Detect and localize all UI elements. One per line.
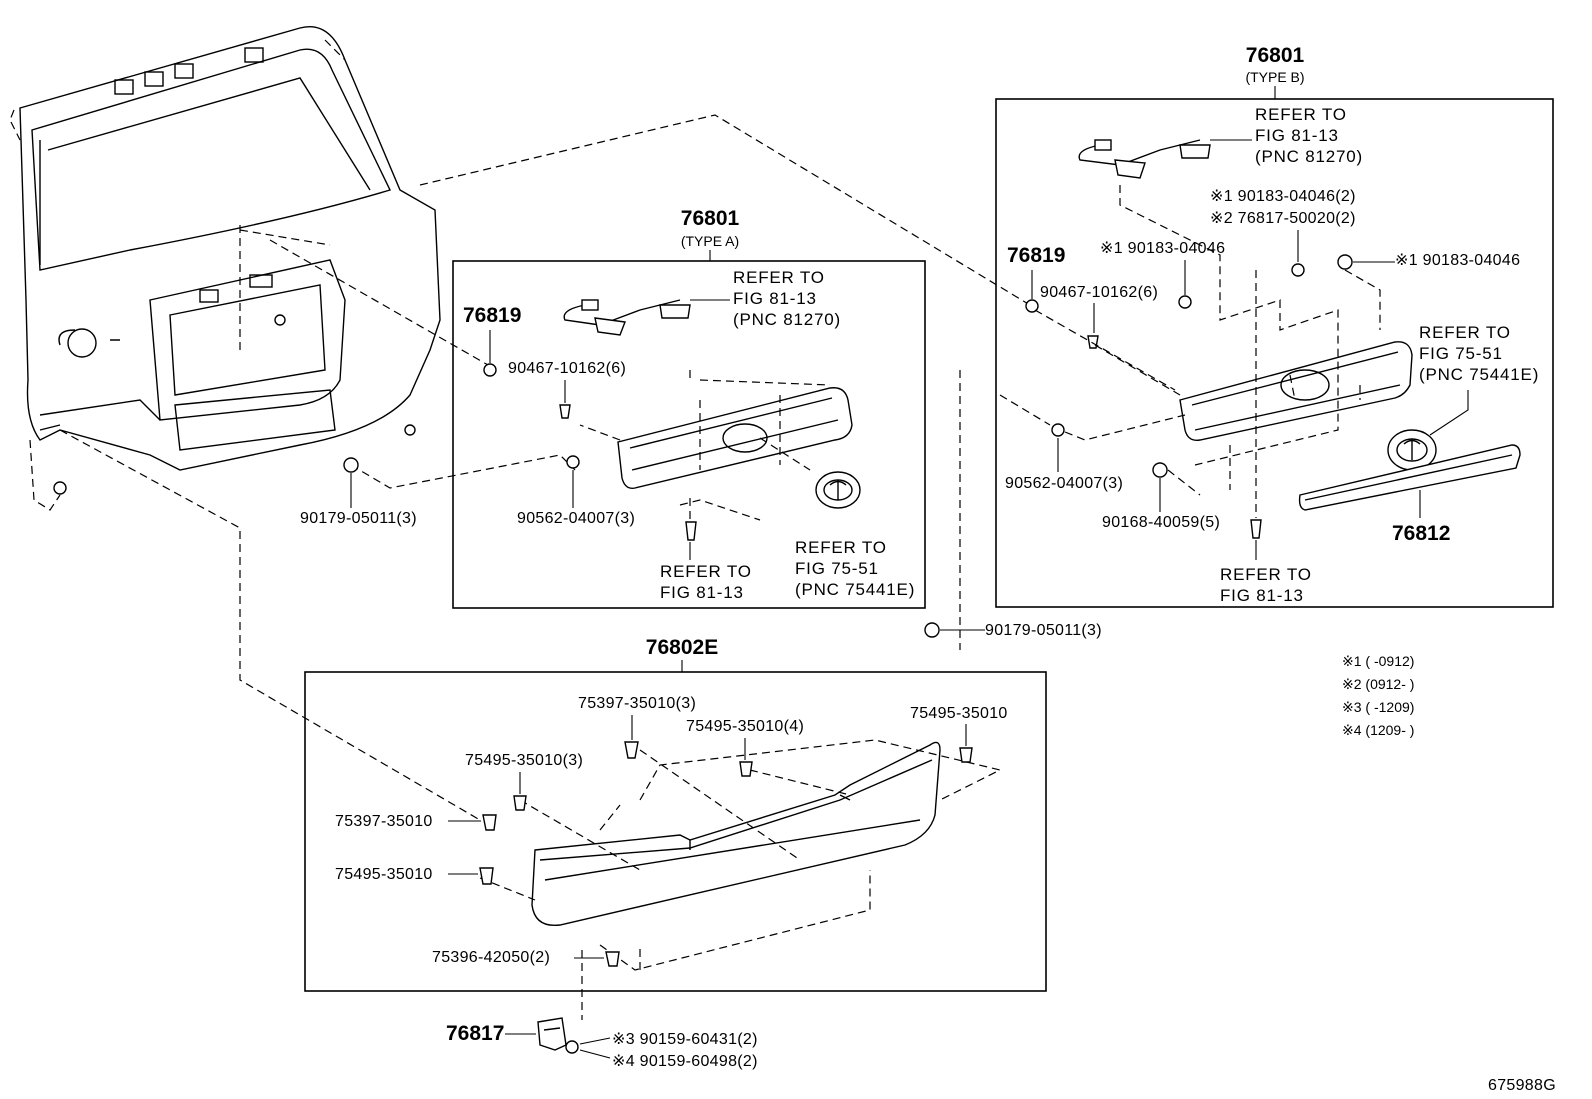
type-a-nut-icon bbox=[566, 455, 580, 469]
type-b-refer-emblem-3: (PNC 75441E) bbox=[1419, 365, 1539, 384]
clip-icon-5 bbox=[482, 814, 497, 831]
type-a-cap: 76819 bbox=[463, 304, 521, 327]
type-b-refer-harness-1: REFER TO bbox=[1255, 105, 1347, 124]
bracket-icon bbox=[537, 1017, 579, 1054]
bracket-screw-b: ※4 90159-60498(2) bbox=[612, 1053, 758, 1070]
type-b-harness bbox=[1078, 139, 1252, 179]
type-b-garnish-main bbox=[1119, 185, 1413, 490]
loose-nut-left-icon bbox=[343, 457, 359, 473]
type-b-garnish: 76812 bbox=[1392, 522, 1450, 545]
lower-clip-7: 75396-42050(2) bbox=[432, 949, 550, 966]
type-a-refer-emblem-1: REFER TO bbox=[795, 538, 887, 557]
type-a-nut: 90562-04007(3) bbox=[517, 510, 635, 527]
legend-item: ※4 (1209- ) bbox=[1342, 722, 1414, 738]
lower-clip-1: 75397-35010(3) bbox=[578, 695, 696, 712]
type-a-box bbox=[452, 260, 926, 609]
type-b-n2a-icon bbox=[1291, 263, 1305, 277]
lower-clip-3: 75495-35010 bbox=[910, 705, 1008, 722]
type-b-n2-a: ※2 76817-50020(2) bbox=[1210, 210, 1356, 227]
type-b-cap-icon bbox=[1025, 299, 1039, 313]
type-b-n1-b: ※1 90183-04046 bbox=[1100, 240, 1225, 257]
clip-icon-6 bbox=[479, 867, 494, 885]
type-b-label: (TYPE B) bbox=[1245, 69, 1304, 85]
type-b-refer-bottom-2: FIG 81-13 bbox=[1220, 586, 1304, 605]
lower-part-number: 76802E bbox=[646, 636, 718, 659]
type-a-emblem bbox=[815, 471, 861, 509]
lower-box bbox=[304, 671, 1047, 992]
type-b-refer-bottom-1: REFER TO bbox=[1220, 565, 1312, 584]
lower-clip-4: 75495-35010(3) bbox=[465, 752, 583, 769]
type-a-refer-emblem-3: (PNC 75441E) bbox=[795, 580, 915, 599]
type-a-label: (TYPE A) bbox=[681, 233, 739, 249]
type-a-screw-icon bbox=[559, 404, 571, 419]
type-a-garnish bbox=[579, 370, 853, 521]
clip-icon-7 bbox=[605, 951, 620, 967]
diagram-id: 675988G bbox=[1488, 1077, 1556, 1094]
type-b-bolt-icon bbox=[1152, 462, 1168, 478]
type-b-refer-emblem-2: FIG 75-51 bbox=[1419, 344, 1503, 363]
type-b-n1-a: ※1 90183-04046(2) bbox=[1210, 188, 1356, 205]
type-a-refer-harness-3: (PNC 81270) bbox=[733, 310, 841, 329]
back-door-panel bbox=[9, 26, 441, 511]
type-a-refer-bottom-2: FIG 81-13 bbox=[660, 583, 744, 602]
loose-nut-mid-icon bbox=[924, 622, 940, 638]
lower-clip-5: 75397-35010 bbox=[335, 813, 433, 830]
type-b-nut: 90562-04007(3) bbox=[1005, 475, 1123, 492]
clip-icon-1 bbox=[624, 741, 639, 759]
type-a-screw: 90467-10162(6) bbox=[508, 360, 626, 377]
legend-item: ※3 ( -1209) bbox=[1342, 699, 1414, 715]
type-b-refer-harness-3: (PNC 81270) bbox=[1255, 147, 1363, 166]
type-b-garnish-strip bbox=[1298, 444, 1521, 511]
type-b-part-number: 76801 bbox=[1246, 44, 1305, 67]
clip-icon-3 bbox=[959, 747, 973, 763]
type-b-n1c-icon bbox=[1337, 254, 1353, 270]
legend: ※1 ( -0912) ※2 (0912- ) ※3 ( -1209) ※4 (… bbox=[1342, 653, 1414, 738]
type-b-n1-c: ※1 90183-04046 bbox=[1395, 252, 1520, 269]
type-b-screw: 90467-10162(6) bbox=[1040, 284, 1158, 301]
type-a-refer-harness-2: FIG 81-13 bbox=[733, 289, 817, 308]
lower-garnish bbox=[479, 739, 1002, 971]
type-a-refer-emblem-2: FIG 75-51 bbox=[795, 559, 879, 578]
type-a-part-number: 76801 bbox=[681, 207, 740, 230]
type-b-bolt: 90168-40059(5) bbox=[1102, 514, 1220, 531]
type-a-harness bbox=[563, 299, 730, 336]
type-a-bolt-icon bbox=[685, 521, 697, 541]
type-a-cap-icon bbox=[483, 363, 497, 377]
loose-nut-left: 90179-05011(3) bbox=[300, 510, 417, 527]
bracket-screw-a: ※3 90159-60431(2) bbox=[612, 1031, 758, 1048]
type-b-emblem bbox=[1387, 429, 1437, 471]
type-a-refer-harness-1: REFER TO bbox=[733, 268, 825, 287]
bracket: 76817 bbox=[446, 1022, 504, 1045]
type-b-n1b-icon bbox=[1178, 295, 1192, 309]
lower-clip-6: 75495-35010 bbox=[335, 866, 433, 883]
type-b-nut-icon bbox=[1051, 423, 1065, 437]
type-b-refer-harness-2: FIG 81-13 bbox=[1255, 126, 1339, 145]
clip-icon-4 bbox=[513, 795, 527, 811]
loose-nut-mid: 90179-05011(3) bbox=[985, 622, 1102, 639]
type-b-refer-emblem-1: REFER TO bbox=[1419, 323, 1511, 342]
type-b-bottom-bolt-icon bbox=[1250, 519, 1262, 539]
type-b-box bbox=[995, 98, 1554, 608]
type-a-refer-bottom-1: REFER TO bbox=[660, 562, 752, 581]
lower-clip-2: 75495-35010(4) bbox=[686, 718, 804, 735]
clip-icon-2 bbox=[739, 761, 753, 777]
legend-item: ※2 (0912- ) bbox=[1342, 676, 1414, 692]
legend-item: ※1 ( -0912) bbox=[1342, 653, 1414, 669]
type-b-cap: 76819 bbox=[1007, 244, 1065, 267]
